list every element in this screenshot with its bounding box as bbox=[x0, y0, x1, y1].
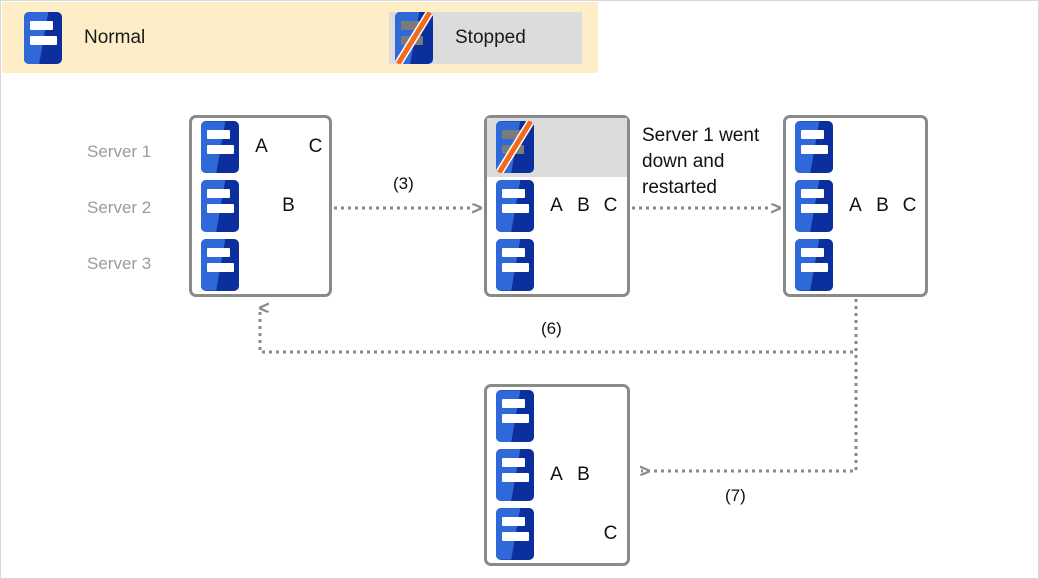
server-icon-bar-bottom bbox=[207, 262, 234, 272]
server-icon-bar-top bbox=[207, 247, 230, 257]
server-icon bbox=[201, 238, 239, 291]
server-icon-bar-top bbox=[502, 457, 525, 467]
row-items: C bbox=[541, 504, 627, 563]
partition-slot: B bbox=[577, 463, 590, 485]
partition-slot: B bbox=[282, 194, 295, 216]
legend-item-normal: Normal bbox=[24, 12, 145, 64]
legend-label-normal: Normal bbox=[84, 27, 146, 48]
server-icon-bar-bottom bbox=[502, 531, 529, 541]
row-items bbox=[541, 235, 627, 294]
row-label-server-2: Server 2 bbox=[87, 198, 152, 217]
server-icon-bar-top bbox=[207, 130, 230, 140]
box-row: B bbox=[192, 177, 329, 236]
server-icon bbox=[496, 507, 534, 560]
partition-slot: A bbox=[550, 463, 563, 485]
partition-slot: A bbox=[550, 194, 563, 216]
server-icon-bar-top bbox=[30, 21, 53, 30]
box-row bbox=[487, 387, 627, 446]
row-label-server-3: Server 3 bbox=[87, 254, 152, 273]
box-row bbox=[192, 235, 329, 294]
server-icon bbox=[496, 238, 534, 291]
server-icon-bar-top bbox=[502, 516, 525, 526]
server-icon-bar-top bbox=[801, 130, 824, 140]
row-items bbox=[246, 235, 329, 294]
partition-slot: C bbox=[902, 194, 917, 216]
server-icon-bar-bottom bbox=[502, 414, 529, 424]
server-stopped-icon bbox=[496, 121, 534, 174]
server-icon-bar-bottom bbox=[401, 36, 423, 45]
box-row bbox=[786, 235, 925, 294]
server-icon-bar-top bbox=[502, 188, 525, 198]
server-icon-bar-bottom bbox=[207, 203, 234, 213]
server-icon-bar-top bbox=[207, 188, 230, 198]
server-icon bbox=[201, 121, 239, 174]
server-stopped-icon bbox=[395, 12, 433, 64]
row-items: B bbox=[246, 177, 329, 236]
row-label-server-1: Server 1 bbox=[87, 142, 152, 161]
server-icon bbox=[795, 121, 833, 174]
box-row bbox=[487, 118, 627, 177]
partition-slot: C bbox=[603, 194, 618, 216]
server-icon-bar-bottom bbox=[801, 262, 828, 272]
server-icon-bar-top bbox=[502, 247, 525, 257]
row-items bbox=[840, 235, 925, 294]
partition-slot: C bbox=[603, 522, 618, 544]
legend-label-stopped: Stopped bbox=[455, 27, 526, 48]
partition-slot: B bbox=[577, 194, 590, 216]
server-icon-bar-top bbox=[801, 247, 824, 257]
server-icon-bar-top bbox=[401, 21, 423, 30]
box-row: C bbox=[487, 504, 627, 563]
server-icon bbox=[795, 238, 833, 291]
server-icon bbox=[795, 179, 833, 232]
server-icon-bar-bottom bbox=[30, 36, 57, 45]
server-icon bbox=[496, 390, 534, 443]
server-icon-bar-bottom bbox=[502, 145, 524, 155]
server-icon bbox=[496, 448, 534, 501]
server-icon-bar-top bbox=[502, 130, 524, 140]
partition-slot: B bbox=[876, 194, 889, 216]
server-icon-bar-bottom bbox=[502, 203, 529, 213]
edge-label-7: (7) bbox=[725, 486, 746, 505]
row-items bbox=[541, 118, 627, 177]
annotation-server1-restarted: Server 1 went down and restarted bbox=[642, 125, 760, 198]
edge-label-6: (6) bbox=[541, 319, 562, 338]
server-icon bbox=[24, 12, 62, 64]
box-row bbox=[487, 235, 627, 294]
row-items bbox=[840, 118, 925, 177]
edge-7 bbox=[641, 299, 858, 471]
partition-slot: A bbox=[255, 136, 268, 158]
partition-slot: C bbox=[308, 136, 323, 158]
server-icon-bar-bottom bbox=[502, 262, 529, 272]
server-icon-bar-top bbox=[801, 188, 824, 198]
edge-label-3: (3) bbox=[393, 174, 414, 193]
server-icon-bar-bottom bbox=[207, 145, 234, 155]
partition-slot: A bbox=[849, 194, 862, 216]
server-icon bbox=[201, 179, 239, 232]
legend-item-stopped: Stopped bbox=[389, 12, 582, 64]
server-icon bbox=[496, 179, 534, 232]
box-row bbox=[786, 118, 925, 177]
server-icon-bar-bottom bbox=[502, 472, 529, 482]
legend-banner: Normal Stopped bbox=[2, 2, 598, 73]
server-icon-bar-top bbox=[502, 399, 525, 409]
server-icon-bar-bottom bbox=[801, 203, 828, 213]
server-icon-bar-bottom bbox=[801, 145, 828, 155]
row-items bbox=[541, 387, 627, 446]
